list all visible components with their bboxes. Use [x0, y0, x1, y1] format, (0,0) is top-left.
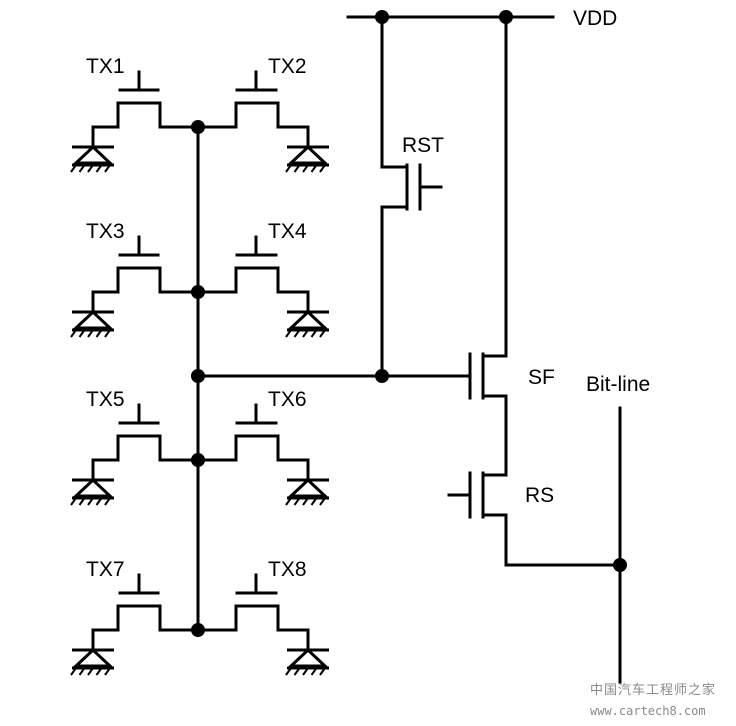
ground-hatch	[104, 667, 111, 676]
photodiode-right	[285, 144, 329, 173]
circuit-wires	[196, 15, 622, 684]
ground-hatch	[302, 667, 309, 676]
tx-channel-left	[91, 101, 200, 149]
photodiode-left	[70, 144, 114, 173]
junction-dots	[191, 10, 627, 572]
junction-dot	[191, 453, 205, 467]
tx-channel-left	[91, 434, 200, 482]
ground-hatch	[78, 497, 86, 506]
ground-hatch	[78, 164, 86, 173]
ground-hatch	[104, 497, 111, 506]
ground-hatch	[70, 164, 77, 173]
photodiode-right	[285, 647, 329, 676]
photodiode-icon	[287, 647, 329, 668]
tx-label: TX8	[268, 558, 307, 581]
ground-hatch	[319, 667, 326, 676]
tx-label: TX4	[268, 220, 307, 243]
tx-channel-left	[91, 266, 200, 314]
photodiode-icon	[287, 144, 329, 165]
photodiode-icon	[72, 477, 114, 498]
tx-label: TX2	[268, 55, 307, 78]
readout-transistors	[405, 163, 485, 519]
ground-hatch	[95, 329, 103, 338]
junction-dot	[191, 285, 205, 299]
junction-dot	[191, 623, 205, 637]
ground-hatch	[95, 497, 103, 506]
rs-channel-wire	[481, 473, 622, 567]
junction-dot	[499, 10, 513, 24]
vdd-label: VDD	[573, 7, 617, 30]
ground-hatch	[302, 329, 309, 338]
ground-hatch	[285, 667, 292, 676]
photodiode-left	[70, 647, 114, 676]
tx-channel-right	[196, 101, 310, 149]
junction-dot	[613, 558, 627, 572]
sf-label: SF	[528, 366, 555, 389]
junction-dot	[375, 369, 389, 383]
ground-hatch	[319, 497, 326, 506]
ground-hatch	[293, 667, 301, 676]
tx-channel-right	[196, 266, 310, 314]
ground-hatch	[293, 329, 301, 338]
junction-dot	[191, 369, 205, 383]
ground-hatch	[87, 329, 94, 338]
ground-hatch	[310, 164, 318, 173]
ground-hatch	[70, 667, 77, 676]
junction-dot	[191, 120, 205, 134]
ground-hatch	[104, 329, 111, 338]
ground-hatch	[70, 329, 77, 338]
ground-hatch	[70, 497, 77, 506]
rst-label: RST	[402, 134, 444, 157]
photodiode-icon	[72, 647, 114, 668]
ground-hatch	[78, 329, 86, 338]
photodiode-left	[70, 309, 114, 338]
ground-hatch	[293, 164, 301, 173]
rs-label: RS	[525, 484, 554, 507]
ground-hatch	[87, 667, 94, 676]
photodiode-icon	[287, 477, 329, 498]
tx-label: TX1	[86, 55, 125, 78]
photodiode-icon	[287, 309, 329, 330]
ground-hatch	[87, 164, 94, 173]
ground-hatch	[87, 497, 94, 506]
ground-hatch	[95, 667, 103, 676]
bit-line-label: Bit-line	[586, 373, 650, 396]
ground-hatch	[285, 497, 292, 506]
photodiode-left	[70, 477, 114, 506]
ground-hatch	[104, 164, 111, 173]
ground-hatch	[302, 497, 309, 506]
ground-hatch	[285, 164, 292, 173]
watermark: 中国汽车工程师之家 www.cartech8.com	[590, 682, 716, 718]
photodiode-icon	[72, 309, 114, 330]
tx-label: TX5	[86, 388, 125, 411]
ground-hatch	[302, 164, 309, 173]
vdd-to-sf-wire	[481, 15, 508, 477]
tx-label: TX3	[86, 220, 125, 243]
ground-hatch	[319, 164, 326, 173]
junction-dot	[375, 10, 389, 24]
photodiode-right	[285, 309, 329, 338]
ground-hatch	[319, 329, 326, 338]
watermark-cn-text: 中国汽车工程师之家	[590, 682, 716, 698]
ground-hatch	[310, 667, 318, 676]
tx-label: TX7	[86, 558, 125, 581]
photodiode-icon	[72, 144, 114, 165]
ground-hatch	[293, 497, 301, 506]
ground-hatch	[95, 164, 103, 173]
vdd-to-rst-wire	[380, 15, 409, 378]
ground-hatch	[78, 667, 86, 676]
ground-hatch	[285, 329, 292, 338]
tx-channel-left	[91, 604, 200, 652]
watermark-url-text: www.cartech8.com	[590, 704, 706, 718]
tx-channel-right	[196, 434, 310, 482]
ground-hatch	[310, 329, 318, 338]
photodiode-right	[285, 477, 329, 506]
tx-channel-right	[196, 604, 310, 652]
component-labels: VDD RST SF RS Bit-line	[402, 7, 650, 507]
tx-label: TX6	[268, 388, 307, 411]
ground-hatch	[310, 497, 318, 506]
